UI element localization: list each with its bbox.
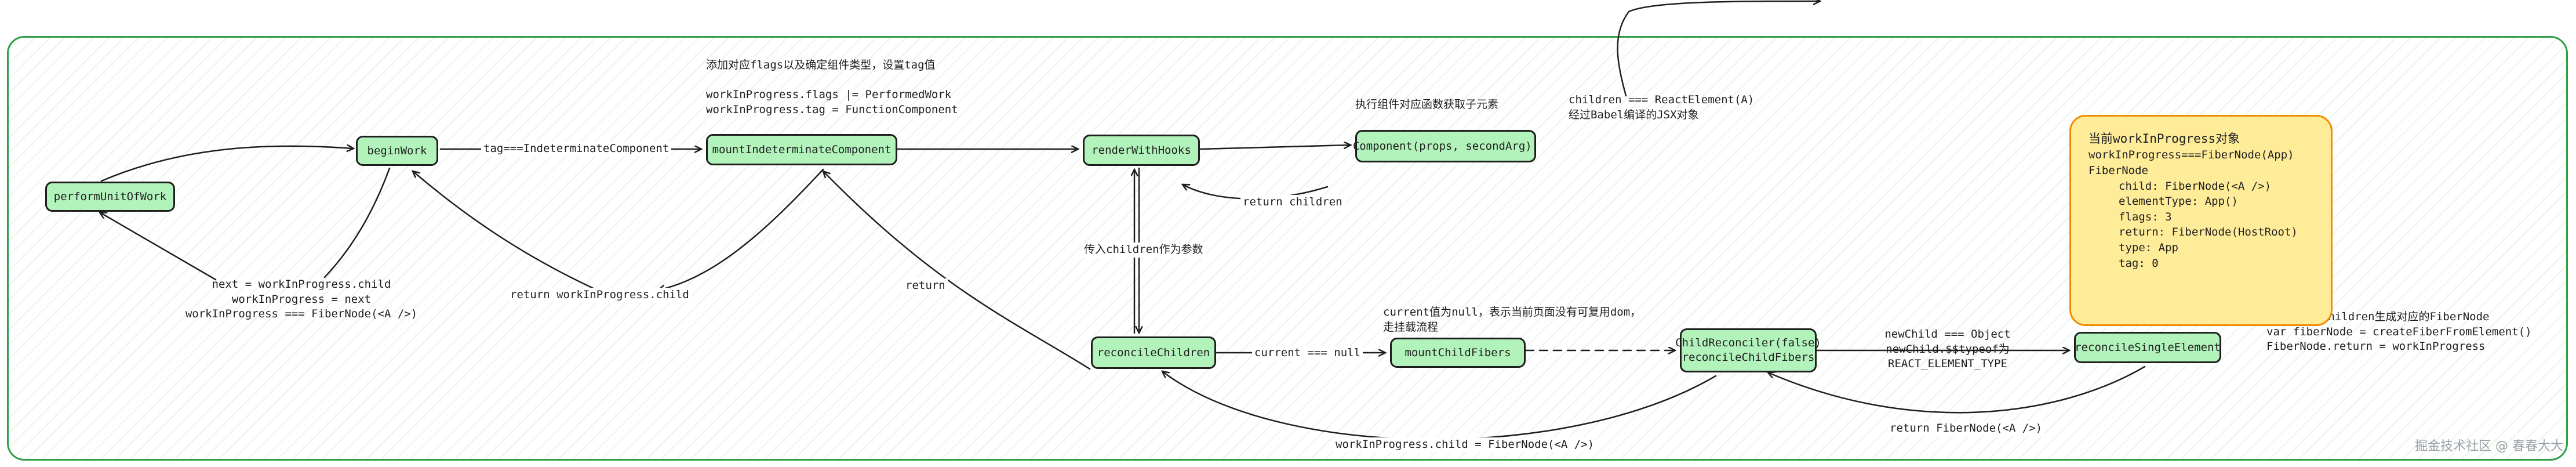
children-note: children === ReactElement(A) 经过Babel编译的J… — [1569, 93, 1754, 122]
next-note-line-3: workInProgress === FiberNode(<A />) — [185, 307, 418, 321]
return-wip-child-label: return workInProgress.child — [508, 288, 692, 303]
node-child-reconciler: ChildReconciler(false) reconcileChildFib… — [1675, 328, 1821, 372]
children-note-line-2: 经过Babel编译的JSX对象 — [1569, 108, 1699, 121]
child-reconciler-line-1: ChildReconciler(false) — [1675, 336, 1821, 350]
children-note-line-1: children === ReactElement(A) — [1569, 93, 1755, 106]
state-note-heading: FiberNode — [2089, 164, 2148, 177]
flags-note-line-4: workInProgress.tag = FunctionComponent — [706, 103, 958, 116]
component-note: 执行组件对应函数获取子元素 — [1355, 98, 1499, 111]
create-fiber-note-line-3: FiberNode.return = workInProgress — [2266, 340, 2486, 353]
current-null-edge-label: current === null — [1252, 346, 1363, 361]
state-note-field-elementtype: elementType: App() — [2119, 195, 2238, 208]
new-child-note-line-1: newChild === Object — [1884, 328, 2011, 341]
edge-next-to-perform — [100, 212, 217, 281]
flags-note-line-1: 添加对应flags以及确定组件类型，设置tag值 — [706, 59, 936, 71]
child-reconciler-line-2: reconcileChildFibers — [1682, 351, 1815, 364]
flags-note: 添加对应flags以及确定组件类型，设置tag值 workInProgress.… — [706, 58, 958, 118]
node-begin-work: beginWork — [356, 136, 438, 166]
node-mount-indeterminate-component: mountIndeterminateComponent — [706, 134, 897, 165]
current-note-line-1: current值为null，表示当前页面没有可复用dom， — [1383, 306, 1642, 318]
watermark: 掘金技术社区 @ 春春大大 — [2415, 439, 2563, 454]
node-component-call: Component(props, secondArg); — [1353, 130, 1538, 162]
return-label: return — [903, 278, 948, 294]
edge-mount-to-return — [658, 168, 824, 290]
new-child-note: newChild === Object newChild.$$typeof为 R… — [1855, 327, 2040, 372]
state-note-subtitle: workInProgress===FiberNode(App) — [2089, 149, 2294, 162]
edge-return-to-begin — [413, 171, 598, 291]
create-fiber-note-line-2: var fiberNode = createFiberFromElement() — [2266, 325, 2532, 338]
next-note: next = workInProgress.child workInProgre… — [168, 277, 435, 322]
current-note-line-2: 走挂载流程 — [1383, 320, 1439, 334]
next-note-line-1: next = workInProgress.child — [212, 278, 391, 291]
state-note-field-child: child: FiberNode(<A />) — [2119, 179, 2272, 193]
flags-note-line-3: workInProgress.flags |= PerformedWork — [706, 88, 952, 102]
state-note-field-type: type: App — [2119, 241, 2178, 254]
pass-children-label: 传入children作为参数 — [1082, 242, 1206, 258]
new-child-note-line-2: newChild.$$typeof为 — [1886, 342, 2010, 356]
state-note-field-flags: flags: 3 — [2119, 210, 2172, 223]
state-note-title: 当前workInProgress对象 — [2089, 132, 2240, 146]
flags-note-line-2 — [706, 73, 958, 88]
node-reconcile-single-element: reconcileSingleElement — [2074, 332, 2221, 363]
return-fibernode-label: return FiberNode(<A />) — [1887, 421, 2045, 436]
wip-child-fibernode-label: workInProgress.child = FiberNode(<A />) — [1333, 437, 1597, 452]
node-mount-child-fibers: mountChildFibers — [1390, 338, 1526, 368]
return-children-label: return children — [1240, 195, 1345, 210]
current-note: current值为null，表示当前页面没有可复用dom， 走挂载流程 — [1383, 305, 1641, 335]
state-note-field-return: return: FiberNode(HostRoot) — [2119, 226, 2298, 239]
edge-single-to-childreconciler — [1768, 365, 2146, 414]
node-reconcile-children: reconcileChildren — [1091, 336, 1216, 369]
top-hook-arrow — [1617, 1, 1820, 97]
new-child-note-line-3: REACT_ELEMENT_TYPE — [1888, 357, 2007, 371]
edge-perform-to-begin — [100, 146, 354, 182]
next-note-line-2: workInProgress = next — [231, 292, 372, 306]
edge-reconcile-return — [823, 171, 1091, 370]
edge-begin-to-next — [323, 167, 391, 278]
node-perform-unit-of-work: performUnitOfWork — [45, 182, 175, 212]
tag-edge-label: tag===IndeterminateComponent — [481, 142, 672, 157]
workinprogress-state-note: 当前workInProgress对象 workInProgress===Fibe… — [2069, 115, 2333, 326]
edge-childreconciler-to-reconcile — [1162, 371, 1717, 440]
state-note-field-tag: tag: 0 — [2119, 256, 2159, 270]
edge-render-to-component — [1199, 145, 1351, 150]
node-render-with-hooks: renderWithHooks — [1083, 135, 1200, 166]
